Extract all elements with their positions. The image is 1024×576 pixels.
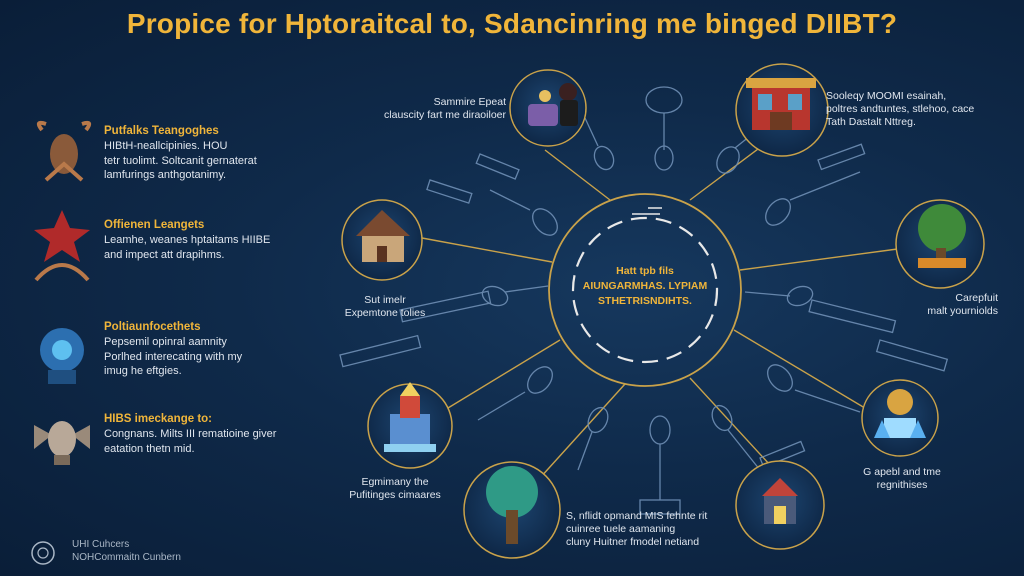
family-scene-icon — [528, 83, 578, 126]
left-item-body: Pepsemil opinral aamnity Porlhed interec… — [104, 336, 243, 377]
footer-line-1: UHI Cuhcers — [72, 539, 130, 550]
tree-village-icon — [918, 204, 966, 268]
node-caption-left-lower: Egmimany the Pufitinges cimaares — [349, 476, 441, 501]
left-item-body: HIBtH-neallcipinies. HOU tetr tuolimt. S… — [104, 140, 257, 181]
left-item-4: HIBS imeckange to: Congnans. Milts III r… — [28, 412, 328, 492]
left-item-3: Poltiaunfocethets Pepsemil opinral aamni… — [28, 320, 328, 400]
left-item-body: Leamhe, weanes hptaitams HIIBE and impec… — [104, 234, 271, 261]
node-caption-top-right: Sooleqy MOOMI esainah, poltres andtuntes… — [826, 90, 975, 128]
cottage-icon — [356, 210, 410, 262]
castle-icon — [384, 382, 436, 452]
left-item-body: Congnans. Milts III rematioine giver eat… — [104, 428, 277, 455]
node-caption-bottom-middle: S, nflidt opmand MIS fehnte rit cuinree … — [566, 510, 708, 548]
storefront-icon — [746, 78, 816, 130]
center-line-2: AIUNGARMHAS. LYPIAM — [582, 280, 708, 292]
left-item-heading: Putfalks Teangoghes — [104, 125, 219, 137]
emblem-icon — [31, 541, 55, 565]
wireframe-ornaments — [339, 86, 949, 515]
footer-line-2: NOHCommaitn Cunbern — [72, 552, 181, 563]
footer: UHI Cuhcers NOHCommaitn Cunbern — [30, 538, 230, 570]
crystal-gate-icon — [874, 389, 926, 438]
left-item-2: Offienen Leangets Leamhe, weanes hptaita… — [28, 218, 328, 298]
left-item-1: Putfalks Teangoghes HIBtH-neallcipinies.… — [28, 124, 328, 204]
left-item-heading: HIBS imeckange to: — [104, 413, 212, 425]
center-hub — [548, 193, 742, 387]
antler-beast-icon — [36, 120, 92, 182]
house-scene-icon — [762, 478, 798, 524]
tree-icon — [486, 466, 538, 544]
left-item-heading: Offienen Leangets — [104, 219, 205, 231]
winged-creature-icon — [34, 421, 90, 465]
center-line-3: STHETRISNDIHTS. — [598, 295, 692, 307]
node-caption-left-upper: Sut imelr Expemtone tolies — [344, 294, 426, 319]
node-caption-top-left: Sammire Epeat clauscity fart me diraoilo… — [384, 96, 506, 121]
red-star-creature-icon — [34, 210, 90, 282]
center-caption: Hatt tpb fils AIUNGARMHAS. LYPIAM STHETR… — [570, 264, 720, 309]
center-line-1: Hatt tpb fils — [616, 265, 674, 277]
node-caption-right-upper: Carepfuit malt yourniolds — [927, 292, 998, 317]
page-title: Propice for Hptoraitcal to, Sdancinring … — [126, 8, 898, 39]
left-item-heading: Poltiaunfocethets — [104, 321, 201, 333]
node-caption-right-lower: G apebl and tme regnithises — [863, 466, 941, 491]
blue-orb-creature-icon — [40, 328, 84, 384]
connector-lines — [421, 139, 906, 501]
